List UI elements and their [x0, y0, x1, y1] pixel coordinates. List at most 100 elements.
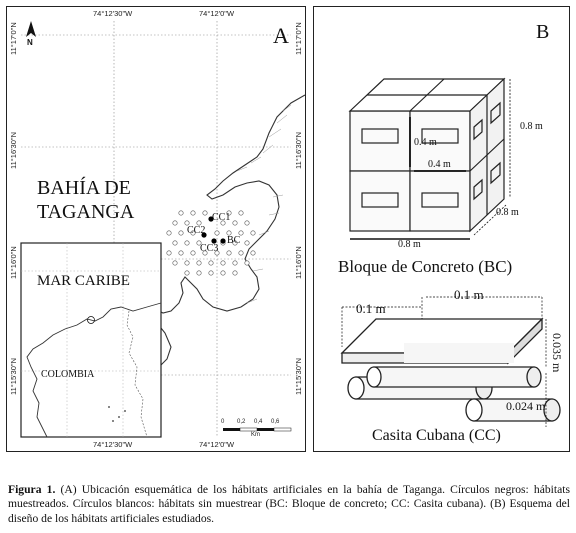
panel-a-map: A N 74°12'30"W 74°12'0"W 74°12'30"W 74°1… — [6, 6, 306, 452]
unsampled-site-marker — [196, 270, 202, 276]
panel-b-schematic: B 0.8 m 0.4 m 0.4 m 0.8 m 0.8 m Bloque d… — [313, 6, 570, 452]
unsampled-site-marker — [184, 240, 190, 246]
unsampled-site-marker — [232, 220, 238, 226]
scale-tick-1: 0,2 — [237, 419, 246, 425]
unsampled-site-marker — [220, 260, 226, 266]
unsampled-site-marker — [184, 220, 190, 226]
unsampled-site-marker — [202, 210, 208, 216]
casita-dimension-lines — [341, 296, 547, 427]
unsampled-site-marker — [178, 210, 184, 216]
lon-top-right: 74°12'0"W — [199, 9, 235, 18]
dim-01-left: 0.1 m — [356, 301, 386, 316]
site-label-bc: BC — [227, 235, 241, 246]
unsampled-site-marker — [172, 240, 178, 246]
dim-01-right: 0.1 m — [454, 287, 484, 302]
sampled-site-marker — [208, 216, 214, 222]
unsampled-site-marker — [172, 220, 178, 226]
inset-map — [20, 242, 162, 438]
habitat-schematic — [340, 77, 561, 427]
lon-bottom-left: 74°12'30"W — [93, 440, 133, 449]
block-title: Bloque de Concreto (BC) — [338, 257, 513, 276]
unsampled-site-marker — [244, 220, 250, 226]
lon-bottom-right: 74°12'0"W — [199, 440, 235, 449]
scale-tick-3: 0,6 — [271, 419, 280, 425]
panel-b-letter: B — [536, 21, 550, 43]
unsampled-site-marker — [214, 230, 220, 236]
unsampled-site-marker — [238, 250, 244, 256]
lon-top-left: 74°12'30"W — [93, 9, 133, 18]
unsampled-site-marker — [250, 230, 256, 236]
north-arrow-icon — [26, 21, 36, 37]
dim-0024: 0.024 m — [506, 399, 546, 413]
lat-left-3: 11°16'0"N — [9, 246, 18, 279]
unsampled-site-marker — [244, 260, 250, 266]
unsampled-site-marker — [250, 250, 256, 256]
caption-label: Figura 1. — [8, 483, 56, 496]
scale-unit: Km — [251, 432, 260, 438]
unsampled-site-marker — [244, 240, 250, 246]
site-label-cc3: CC3 — [200, 243, 219, 254]
unsampled-site-marker — [226, 230, 232, 236]
dim-0035: 0.035 m — [550, 333, 564, 373]
unsampled-site-marker — [226, 250, 232, 256]
unsampled-site-marker — [232, 270, 238, 276]
dim-height-right: 0.8 m — [520, 121, 543, 132]
unsampled-site-marker — [208, 260, 214, 266]
site-circles — [166, 210, 256, 276]
unsampled-site-marker — [172, 260, 178, 266]
unsampled-site-marker — [226, 210, 232, 216]
sampled-site-marker — [211, 238, 217, 244]
bay-name-line1: BAHÍA DE — [37, 177, 131, 199]
unsampled-site-marker — [178, 230, 184, 236]
caption-text: (A) Ubicación esquemática de los hábitat… — [8, 483, 570, 525]
dim-width: 0.8 m — [398, 239, 421, 250]
panel-a-letter: A — [273, 23, 289, 48]
unsampled-site-marker — [196, 220, 202, 226]
unsampled-site-marker — [178, 250, 184, 256]
scale-bar — [223, 427, 292, 432]
block-dimension-lines — [350, 79, 511, 240]
unsampled-site-marker — [166, 250, 172, 256]
lat-right-3: 11°16'0"N — [294, 246, 303, 279]
bay-name-line2: TAGANGA — [37, 201, 135, 223]
unsampled-site-marker — [196, 260, 202, 266]
unsampled-site-marker — [220, 220, 226, 226]
scale-tick-0: 0 — [221, 419, 225, 425]
unsampled-site-marker — [214, 250, 220, 256]
scale-tick-2: 0,4 — [254, 419, 263, 425]
sampled-site-marker — [201, 232, 207, 238]
inset-country-label: COLOMBIA — [41, 369, 95, 380]
dim-04-horizontal: 0.4 m — [428, 159, 451, 170]
inset-sea-label: MAR CARIBE — [37, 273, 130, 289]
site-label-cc1: CC1 — [212, 212, 231, 223]
concrete-block-drawing — [348, 77, 506, 233]
unsampled-site-marker — [190, 230, 196, 236]
casita-title: Casita Cubana (CC) — [372, 427, 501, 444]
lat-right-2: 11°16'30"N — [294, 132, 303, 169]
unsampled-site-marker — [190, 210, 196, 216]
map-graphic — [20, 21, 305, 438]
unsampled-site-marker — [202, 250, 208, 256]
unsampled-site-marker — [184, 260, 190, 266]
lat-left-1: 11°17'0"N — [9, 22, 18, 55]
dim-04-vertical: 0.4 m — [414, 137, 437, 148]
sampled-site-marker — [220, 238, 226, 244]
unsampled-site-marker — [232, 260, 238, 266]
lat-left-4: 11°15'30"N — [9, 358, 18, 395]
relief-hatching — [236, 104, 292, 304]
dim-depth: 0.8 m — [496, 207, 519, 218]
unsampled-site-marker — [184, 270, 190, 276]
unsampled-site-marker — [196, 240, 202, 246]
site-label-cc2: CC2 — [187, 225, 206, 236]
unsampled-site-marker — [232, 240, 238, 246]
unsampled-site-marker — [238, 230, 244, 236]
coastline — [154, 94, 305, 314]
unsampled-site-marker — [220, 270, 226, 276]
north-label: N — [27, 38, 33, 47]
unsampled-site-marker — [208, 270, 214, 276]
lat-left-2: 11°16'30"N — [9, 132, 18, 169]
unsampled-site-marker — [238, 210, 244, 216]
unsampled-site-marker — [166, 230, 172, 236]
figure-caption: Figura 1. (A) Ubicación esquemática de l… — [8, 483, 570, 526]
casita-cubana-drawing — [340, 317, 561, 422]
